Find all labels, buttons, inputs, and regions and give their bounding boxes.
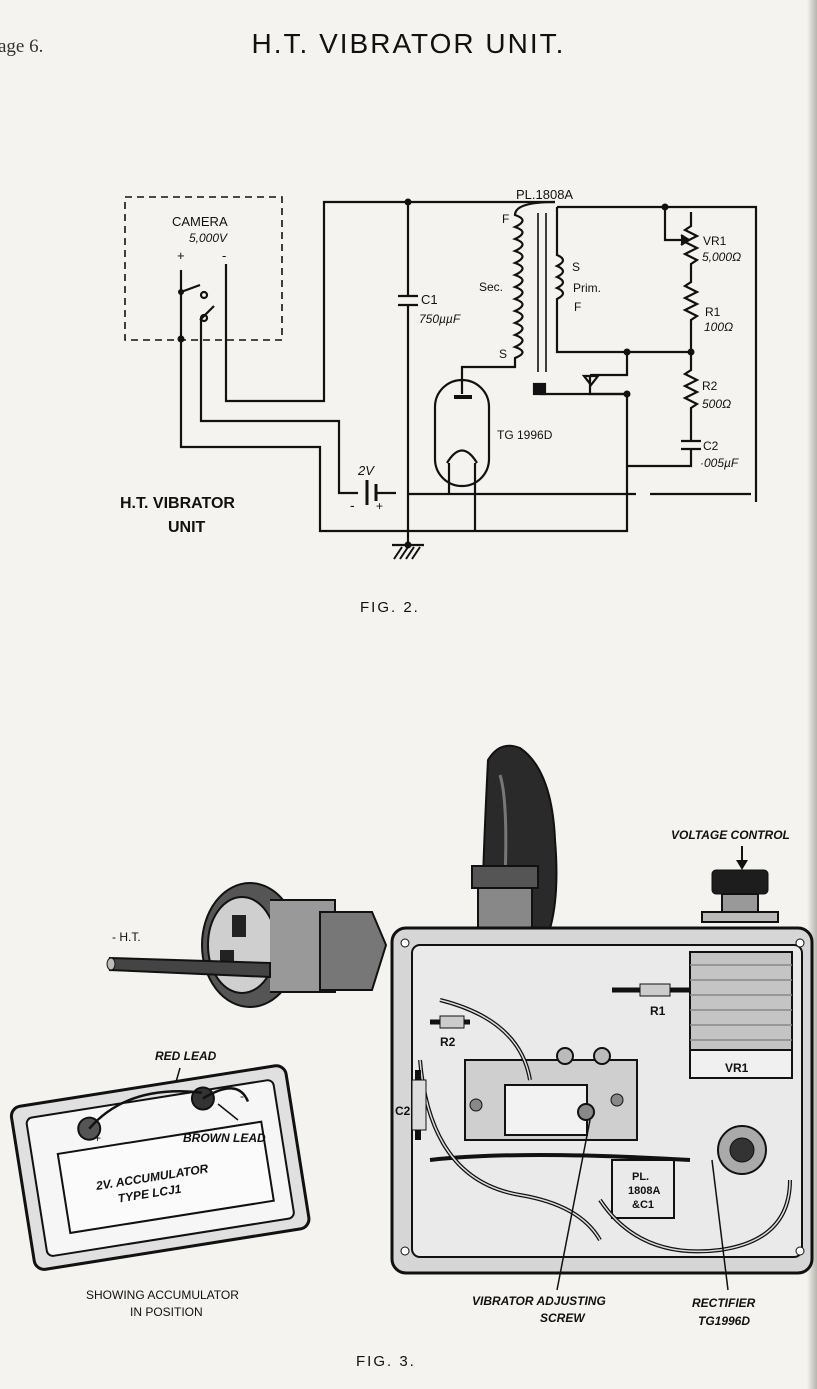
r1-label: R1 xyxy=(705,305,721,319)
rectifier-label-2: TG1996D xyxy=(698,1314,750,1328)
showing-accumulator-2: IN POSITION xyxy=(130,1305,203,1319)
battery-label: 2V xyxy=(357,463,375,478)
pl-label-1: PL. xyxy=(632,1171,649,1183)
sec-s-label: S xyxy=(499,347,507,361)
wire-primary-top xyxy=(557,205,758,502)
rectifier-label-1: RECTIFIER xyxy=(692,1296,756,1310)
c2-photo-label: C2 xyxy=(395,1104,411,1118)
prim-s-label: S xyxy=(572,260,580,274)
switch-arm xyxy=(199,305,215,321)
vibrator-reed xyxy=(581,374,601,387)
fig3-illustration xyxy=(9,744,814,1291)
showing-accumulator-1: SHOWING ACCUMULATOR xyxy=(86,1288,239,1302)
tube-label: TG 1996D xyxy=(497,428,553,442)
c2-value: ·005µF xyxy=(700,456,739,470)
voltage-control-knob xyxy=(711,869,769,895)
plug-pin-1 xyxy=(232,915,246,937)
vibrator-armature xyxy=(532,382,547,396)
switch-contact-1 xyxy=(199,290,209,300)
r1-value: 100Ω xyxy=(704,320,733,334)
tube-leads xyxy=(447,463,477,531)
lead-gland xyxy=(471,865,539,889)
battery-minus: - xyxy=(350,497,355,513)
r2-label: R2 xyxy=(702,379,718,393)
vr1-label: VR1 xyxy=(703,234,727,248)
acc-plus-label: + xyxy=(94,1131,101,1145)
vr1-value: 5,000Ω xyxy=(702,250,741,264)
transformer-secondary xyxy=(460,200,556,394)
transformer-primary xyxy=(554,207,691,354)
c2-capacitor xyxy=(627,432,701,468)
switch-arm-top xyxy=(180,283,201,294)
camera-minus: - xyxy=(222,248,226,263)
c1-label: C1 xyxy=(421,292,438,307)
resistor-chain xyxy=(682,212,700,432)
plug-face xyxy=(207,896,277,994)
voltage-control-arrow xyxy=(736,860,748,870)
unit-label-line2: UNIT xyxy=(168,519,206,536)
r1-photo-label: R1 xyxy=(650,1004,666,1018)
rectifier-leader xyxy=(711,1159,729,1291)
page-number: age 6. xyxy=(0,36,44,57)
r2-value: 500Ω xyxy=(702,397,731,411)
plug-nut xyxy=(319,911,388,991)
brown-lead-label: BROWN LEAD xyxy=(183,1131,266,1145)
vr1-photo-label: VR1 xyxy=(725,1061,749,1075)
acc-minus-label: - xyxy=(240,1089,244,1103)
ht-label: - H.T. xyxy=(112,930,141,944)
vibrator-screw-leader xyxy=(556,1119,591,1291)
battery-plus: + xyxy=(376,499,383,513)
camera-label: CAMERA xyxy=(172,214,228,229)
red-lead-label: RED LEAD xyxy=(155,1049,217,1063)
sec-f-label: F xyxy=(502,212,509,226)
tube-filament xyxy=(446,449,478,464)
transformer-label: PL.1808A xyxy=(516,187,573,202)
vibrator-screw-label-1: VIBRATOR ADJUSTING xyxy=(472,1294,606,1308)
ground-hatch xyxy=(393,546,421,560)
rectifier-tube xyxy=(433,378,491,488)
transformer-core xyxy=(537,213,547,372)
camera-box xyxy=(124,196,283,341)
pl-label-3: &C1 xyxy=(632,1199,654,1211)
battery-symbol xyxy=(365,480,378,505)
ht-rod-tip xyxy=(106,957,116,971)
fig3-caption: FIG. 3. xyxy=(356,1353,416,1370)
lead-highlight xyxy=(498,774,508,881)
prim-label: Prim. xyxy=(573,281,601,295)
vibrator-contact xyxy=(588,352,629,396)
unit-label-line1: H.T. VIBRATOR xyxy=(120,495,235,512)
page-title: H.T. VIBRATOR UNIT. xyxy=(251,28,566,59)
c1-capacitor xyxy=(398,202,418,545)
fig2-schematic xyxy=(124,196,758,560)
accumulator-label-plate xyxy=(56,1120,275,1235)
accumulator xyxy=(9,1064,311,1271)
vr1-wiper xyxy=(663,207,685,242)
fig2-nodes xyxy=(177,198,695,549)
prim-f-label: F xyxy=(574,300,581,314)
pl-label-2: 1808A xyxy=(628,1185,660,1197)
voltage-control-label: VOLTAGE CONTROL xyxy=(671,828,790,842)
vibrator-screw-label-2: SCREW xyxy=(540,1311,586,1325)
lead-bush xyxy=(477,887,533,929)
sec-label: Sec. xyxy=(479,280,503,294)
wire-camera-minus-top xyxy=(224,200,555,403)
wire-switch-battery xyxy=(199,320,358,495)
r2-photo-label: R2 xyxy=(440,1035,456,1049)
fig2-caption: FIG. 2. xyxy=(360,599,420,616)
c2-label: C2 xyxy=(703,439,719,453)
camera-voltage: 5,000V xyxy=(189,231,228,245)
camera-plus: + xyxy=(177,248,185,263)
page-edge-shadow xyxy=(807,0,817,1389)
pl1808a-block xyxy=(611,1159,675,1219)
c1-value: 750µµF xyxy=(419,312,461,326)
vibrator-adjusting-screw xyxy=(577,1103,595,1121)
